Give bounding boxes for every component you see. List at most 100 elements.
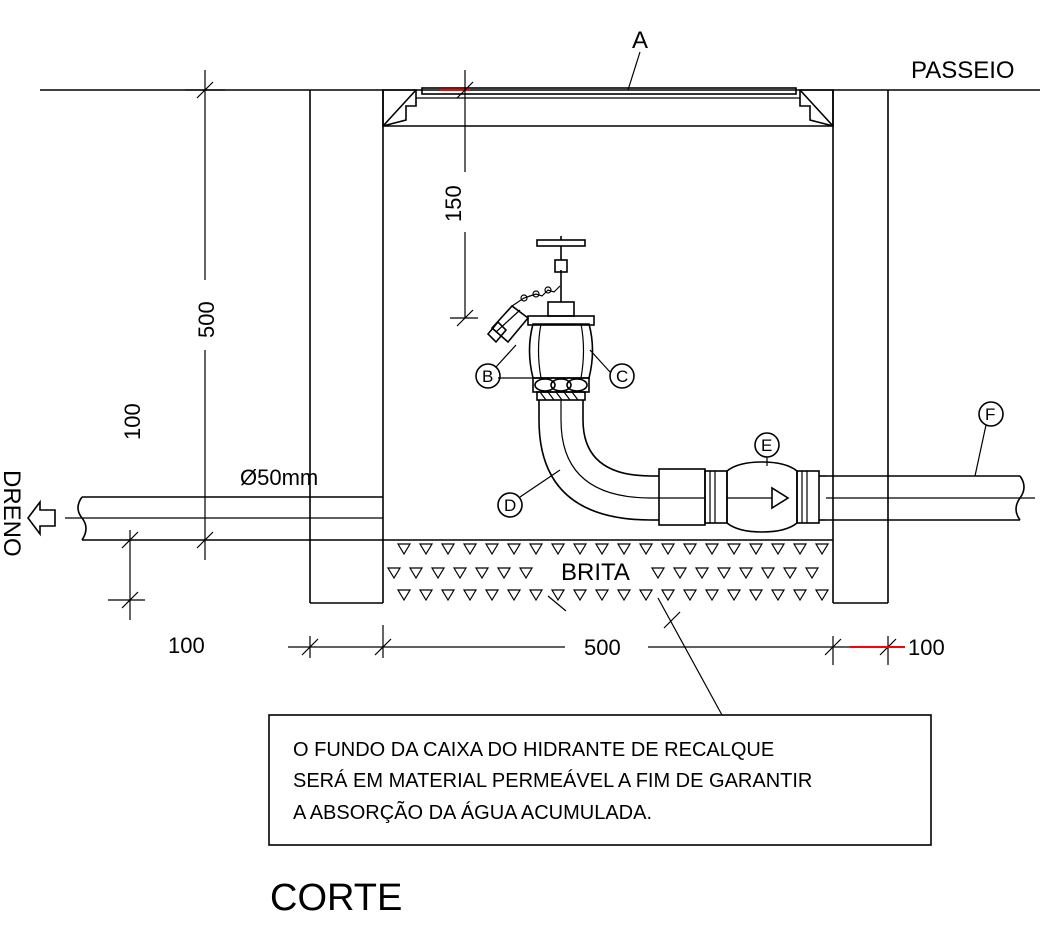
storz-cap-b <box>486 285 561 344</box>
gravel-layer <box>383 539 833 602</box>
gravel-mark <box>726 543 742 556</box>
label-e: E <box>761 436 772 455</box>
label-f: F <box>985 405 995 424</box>
gravel-mark <box>528 543 544 556</box>
note-box: O FUNDO DA CAIXA DO HIDRANTE DE RECALQUE… <box>268 714 932 846</box>
gravel-mark <box>506 589 522 602</box>
gravel-mark <box>396 543 412 556</box>
dimension-label-100-right: 100 <box>908 635 945 660</box>
label-c: C <box>616 367 628 386</box>
dimension-150 <box>440 70 478 327</box>
dimension-500-vertical <box>185 70 225 560</box>
gravel-mark <box>418 589 434 602</box>
gravel-mark <box>660 543 676 556</box>
gravel-mark <box>440 589 456 602</box>
box-left-wall <box>309 90 384 604</box>
note-line-2: SERÁ EM MATERIAL PERMEÁVEL A FIM DE GARA… <box>293 769 812 792</box>
gravel-mark <box>792 543 808 556</box>
inlet-pipe-f <box>826 475 1035 521</box>
gravel-mark <box>704 589 720 602</box>
gravel-mark <box>814 543 830 556</box>
gravel-mark <box>616 543 632 556</box>
dimension-label-100-left: 100 <box>168 633 205 658</box>
gravel-mark <box>760 567 776 580</box>
box-right-wall <box>832 90 889 604</box>
gravel-mark <box>474 567 490 580</box>
gravel-mark <box>430 567 446 580</box>
callout-a: A <box>627 27 648 91</box>
dimension-label-500-horizontal: 500 <box>584 635 621 660</box>
gravel-mark <box>682 543 698 556</box>
gravel-mark <box>572 543 588 556</box>
gravel-mark <box>528 589 544 602</box>
gravel-mark <box>462 589 478 602</box>
callout-d: D <box>497 469 561 518</box>
gravel-mark <box>550 543 566 556</box>
gravel-mark <box>452 567 468 580</box>
gravel-mark <box>484 589 500 602</box>
gravel-mark <box>748 543 764 556</box>
callout-c: C <box>589 349 635 389</box>
label-b: B <box>482 367 493 386</box>
gravel-mark <box>638 543 654 556</box>
dimension-label-150: 150 <box>441 185 466 222</box>
gravel-mark <box>396 589 412 602</box>
label-dreno: DRENO <box>0 470 25 557</box>
gravel-mark <box>716 567 732 580</box>
drain-arrow-icon <box>27 499 56 537</box>
gravel-mark <box>616 589 632 602</box>
gravel-mark <box>814 589 830 602</box>
label-d: D <box>504 496 516 515</box>
note-leader <box>547 595 723 716</box>
gravel-mark <box>418 543 434 556</box>
drain-pipe <box>65 496 383 541</box>
gravel-mark <box>748 589 764 602</box>
callout-f: F <box>974 401 1004 477</box>
label-brita: BRITA <box>561 559 630 586</box>
gravel-mark <box>594 543 610 556</box>
gravel-mark <box>694 567 710 580</box>
gravel-mark <box>550 589 566 602</box>
gravel-mark <box>804 567 820 580</box>
gravel-mark <box>386 567 402 580</box>
gravel-mark <box>484 543 500 556</box>
note-line-3: A ABSORÇÃO DA ÁGUA ACUMULADA. <box>293 800 652 824</box>
gravel-mark <box>660 589 676 602</box>
gravel-mark <box>518 567 534 580</box>
gravel-mark <box>738 567 754 580</box>
dimension-100-vertical <box>108 530 145 620</box>
gravel-mark <box>770 589 786 602</box>
check-valve-e <box>704 461 826 533</box>
gravel-mark <box>782 567 798 580</box>
dimension-label-500-vertical: 500 <box>194 301 219 338</box>
gravel-mark <box>682 589 698 602</box>
gravel-mark <box>638 589 654 602</box>
gravel-mark <box>704 543 720 556</box>
pipe-coupling <box>651 468 706 526</box>
dimension-label-100-vertical: 100 <box>120 403 145 440</box>
note-line-1: O FUNDO DA CAIXA DO HIDRANTE DE RECALQUE <box>293 739 774 761</box>
gravel-mark <box>462 543 478 556</box>
gravel-mark <box>726 589 742 602</box>
gravel-mark <box>506 543 522 556</box>
hydrant-body-c <box>527 236 595 401</box>
gravel-mark <box>408 567 424 580</box>
label-pipe-diameter: Ø50mm <box>240 465 318 490</box>
gravel-mark <box>650 567 666 580</box>
elbow-pipe-d <box>538 400 652 521</box>
gravel-mark <box>792 589 808 602</box>
cover-frame <box>382 87 834 128</box>
gravel-mark <box>672 567 688 580</box>
dimension-horizontal <box>288 625 905 665</box>
gravel-mark <box>572 589 588 602</box>
label-passeio: PASSEIO <box>911 57 1015 84</box>
gravel-mark <box>594 589 610 602</box>
label-a: A <box>632 27 648 54</box>
gravel-mark <box>440 543 456 556</box>
gravel-mark <box>770 543 786 556</box>
drawing-title: CORTE <box>270 877 402 919</box>
callout-b: B <box>475 344 532 389</box>
callout-e: E <box>754 432 780 466</box>
gravel-mark <box>496 567 512 580</box>
